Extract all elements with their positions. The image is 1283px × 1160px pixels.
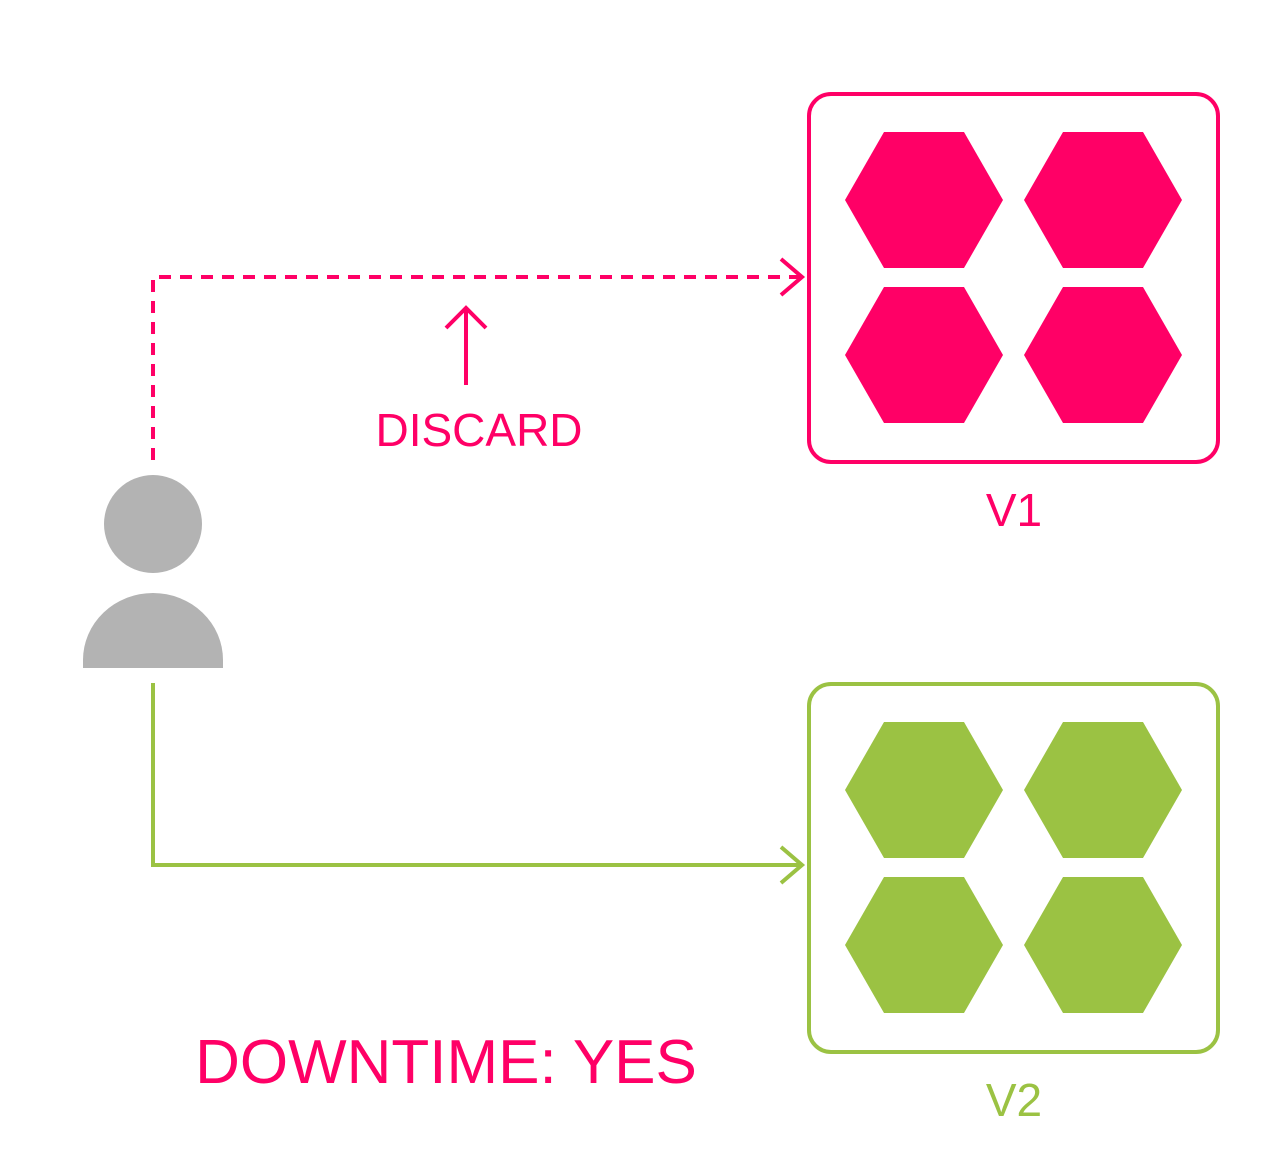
hexagon-icon	[1024, 877, 1182, 1013]
v1-route-arrowhead	[779, 257, 806, 297]
v1-route-line	[151, 275, 800, 460]
v1-route-dashed	[151, 257, 806, 460]
v2-route-arrowhead	[779, 845, 806, 885]
v1-environment	[807, 92, 1220, 464]
user-icon	[83, 475, 223, 668]
v2-environment	[807, 682, 1220, 1054]
discard-label: DISCARD	[375, 404, 582, 456]
discard-arrow-icon	[444, 305, 488, 385]
downtime-status-label: DOWNTIME: YES	[195, 1028, 697, 1097]
v2-label: V2	[986, 1074, 1042, 1126]
user-icon-head	[104, 475, 202, 573]
hexagon-icon	[845, 877, 1003, 1013]
v1-box	[807, 92, 1220, 464]
hexagon-icon	[1024, 132, 1182, 268]
v1-label: V1	[986, 484, 1042, 536]
v2-route-line	[151, 683, 801, 867]
hexagon-icon	[845, 722, 1003, 858]
hexagon-icon	[845, 132, 1003, 268]
v2-route-solid	[151, 683, 806, 885]
hexagon-icon	[1024, 287, 1182, 423]
v2-box	[807, 682, 1220, 1054]
user-icon-body	[83, 593, 223, 668]
hexagon-icon	[1024, 722, 1182, 858]
hexagon-icon	[845, 287, 1003, 423]
